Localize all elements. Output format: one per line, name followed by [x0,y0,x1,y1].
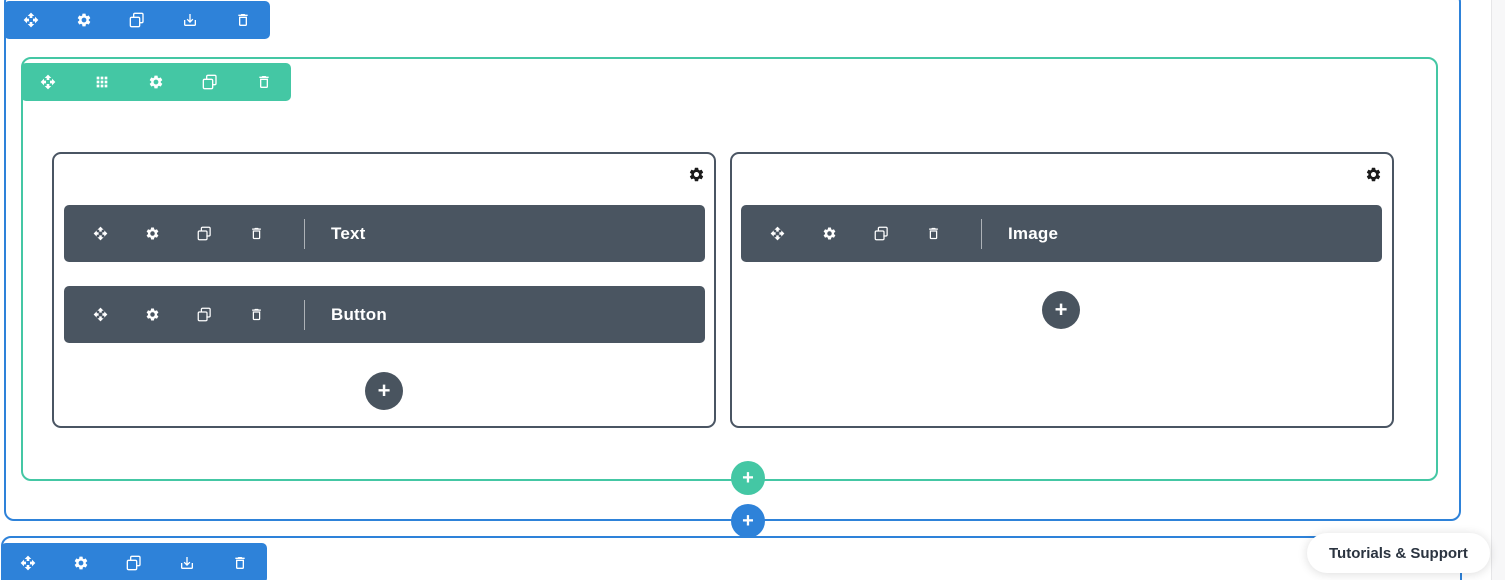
module-duplicate-button[interactable] [855,205,907,262]
column-right-settings-button[interactable] [1363,164,1383,184]
duplicate-icon [197,226,212,241]
delete-icon [249,307,264,322]
move-icon [93,226,108,241]
move-icon [93,307,108,322]
add-module-button-left[interactable]: + [365,372,403,410]
plus-icon: + [742,467,754,489]
plus-icon: + [1054,297,1068,322]
add-row-button[interactable]: + [731,461,765,495]
move-icon [40,74,56,90]
settings-icon [76,12,92,28]
divider [304,299,305,330]
duplicate-icon [202,74,218,90]
save-icon [182,12,198,28]
tutorials-support-label: Tutorials & Support [1329,544,1468,562]
settings-icon [145,226,160,241]
module-settings-button[interactable] [126,205,178,262]
section-toolbar [4,1,270,39]
gear-icon [1365,166,1382,183]
delete-icon [926,226,941,241]
next-section-toolbar [1,543,267,580]
gear-icon [688,166,705,183]
move-icon [23,12,39,28]
row-column-structure-button[interactable] [75,63,129,101]
section-move-button[interactable] [4,1,57,39]
section-save-button[interactable] [164,1,217,39]
row-move-button[interactable] [21,63,75,101]
settings-icon [148,74,164,90]
section-duplicate-button[interactable] [107,543,160,580]
move-icon [770,226,785,241]
divider [304,218,305,249]
plus-icon: + [742,510,754,532]
module-move-button[interactable] [751,205,803,262]
module-delete-button[interactable] [230,286,282,343]
module-bar-button[interactable]: Button [64,286,705,343]
row-duplicate-button[interactable] [183,63,237,101]
row-outline [21,57,1438,481]
module-settings-button[interactable] [126,286,178,343]
module-move-button[interactable] [74,205,126,262]
duplicate-icon [129,12,145,28]
section-settings-button[interactable] [57,1,110,39]
section-delete-button[interactable] [214,543,267,580]
save-icon [179,555,195,571]
module-duplicate-button[interactable] [178,205,230,262]
duplicate-icon [126,555,142,571]
add-section-button[interactable]: + [731,504,765,538]
module-move-button[interactable] [74,286,126,343]
column-structure-icon [94,74,110,90]
module-label: Button [331,304,387,324]
scrollbar-track[interactable] [1491,0,1505,580]
add-module-button-right[interactable]: + [1042,291,1080,329]
delete-icon [256,74,272,90]
section-settings-button[interactable] [54,543,107,580]
module-label: Image [1008,223,1059,243]
duplicate-icon [874,226,889,241]
divider [981,218,982,249]
column-right [730,152,1394,428]
column-left-settings-button[interactable] [686,164,706,184]
module-settings-button[interactable] [803,205,855,262]
module-bar-text[interactable]: Text [64,205,705,262]
settings-icon [145,307,160,322]
move-icon [20,555,36,571]
section-duplicate-button[interactable] [110,1,163,39]
module-label: Text [331,223,366,243]
row-toolbar [21,63,291,101]
section-delete-button[interactable] [217,1,270,39]
delete-icon [235,12,251,28]
module-duplicate-button[interactable] [178,286,230,343]
duplicate-icon [197,307,212,322]
module-delete-button[interactable] [230,205,282,262]
settings-icon [822,226,837,241]
module-delete-button[interactable] [907,205,959,262]
delete-icon [232,555,248,571]
settings-icon [73,555,89,571]
section-move-button[interactable] [1,543,54,580]
plus-icon: + [377,378,391,403]
section-save-button[interactable] [161,543,214,580]
module-bar-image[interactable]: Image [741,205,1382,262]
tutorials-support-button[interactable]: Tutorials & Support [1307,533,1490,573]
row-settings-button[interactable] [129,63,183,101]
delete-icon [249,226,264,241]
row-delete-button[interactable] [237,63,291,101]
